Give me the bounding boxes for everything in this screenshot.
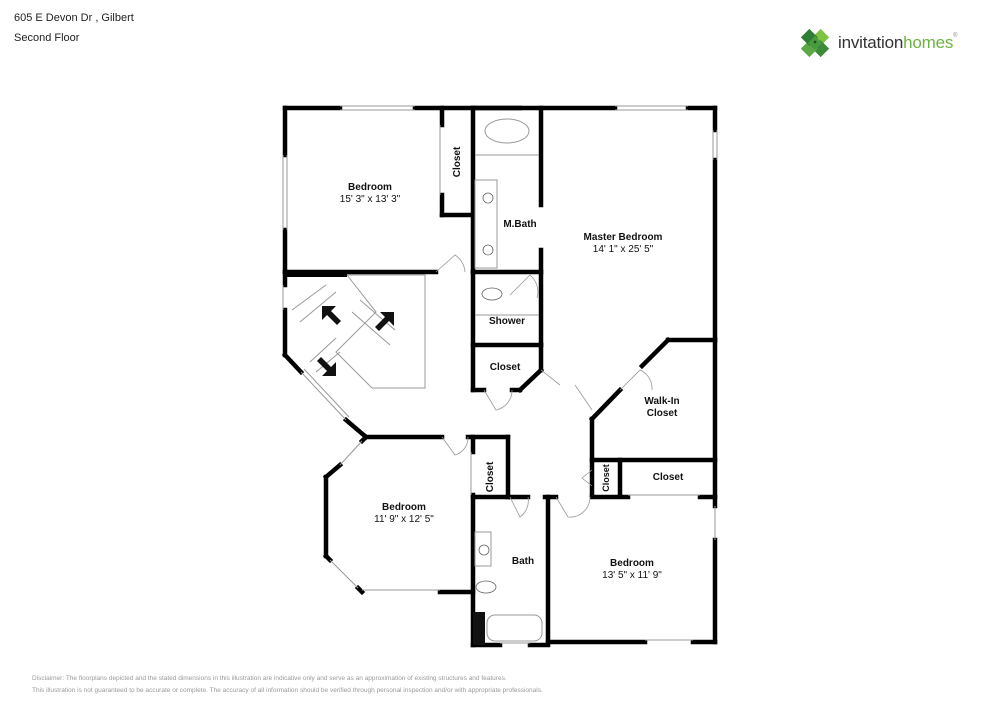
room-closet-hall: Closet bbox=[490, 362, 521, 374]
brand-name-part2: homes bbox=[903, 33, 954, 52]
disclaimer-line-2: This illustration is not guaranteed to b… bbox=[32, 687, 543, 694]
room-bedroom-nw: Bedroom 15' 3" x 13' 3" bbox=[340, 182, 400, 206]
room-closet-e: Closet bbox=[653, 472, 684, 484]
room-bedroom-sw: Bedroom 11' 9" x 12' 5" bbox=[374, 502, 434, 526]
clover-tiles-icon bbox=[800, 28, 830, 58]
room-bath: Bath bbox=[512, 556, 534, 568]
disclaimer-line-1: Disclaimer: The floorplans depicted and … bbox=[32, 675, 507, 682]
brand-name-part1: invitation bbox=[838, 33, 904, 52]
room-closet-nw: Closet bbox=[452, 146, 463, 178]
room-closet-small: Closet bbox=[601, 464, 611, 492]
trademark: ® bbox=[953, 33, 958, 39]
room-name: Shower bbox=[488, 316, 526, 327]
room-name: Closet bbox=[489, 362, 521, 373]
property-address: 605 E Devon Dr , Gilbert bbox=[14, 12, 134, 24]
room-name: Bedroom bbox=[382, 502, 426, 513]
arrow-down-right-icon bbox=[317, 357, 336, 376]
room-name: Bedroom bbox=[610, 558, 654, 569]
room-shower: Shower bbox=[489, 316, 525, 328]
room-bedroom-se: Bedroom 13' 5" x 11' 9" bbox=[602, 558, 662, 582]
stair-arrows bbox=[317, 306, 394, 376]
room-master-bedroom: Master Bedroom 14' 1" x 25' 5" bbox=[584, 232, 663, 256]
room-dims: 13' 5" x 11' 9" bbox=[602, 570, 662, 581]
brand-name: invitationhomes® bbox=[838, 33, 958, 53]
room-name: M.Bath bbox=[503, 219, 537, 230]
arrow-up-left-icon bbox=[375, 312, 394, 331]
room-closet-sw: Closet bbox=[485, 461, 496, 493]
floor-label: Second Floor bbox=[14, 32, 80, 44]
room-dims: 14' 1" x 25' 5" bbox=[592, 244, 654, 255]
room-name-line1: Walk-In bbox=[644, 396, 680, 407]
room-walk-in-closet: Walk-In Closet bbox=[644, 396, 679, 420]
room-dims: 15' 3" x 13' 3" bbox=[339, 194, 401, 205]
room-name-line2: Closet bbox=[646, 408, 678, 419]
room-mbath: M.Bath bbox=[503, 219, 536, 231]
room-name: Bath bbox=[511, 556, 535, 567]
room-name: Bedroom bbox=[348, 182, 392, 193]
arrow-down-left-icon bbox=[322, 306, 341, 325]
room-name: Master Bedroom bbox=[583, 232, 663, 243]
brand-logo: invitationhomes® bbox=[798, 26, 958, 60]
room-dims: 11' 9" x 12' 5" bbox=[374, 514, 434, 525]
room-name: Closet bbox=[652, 472, 684, 483]
